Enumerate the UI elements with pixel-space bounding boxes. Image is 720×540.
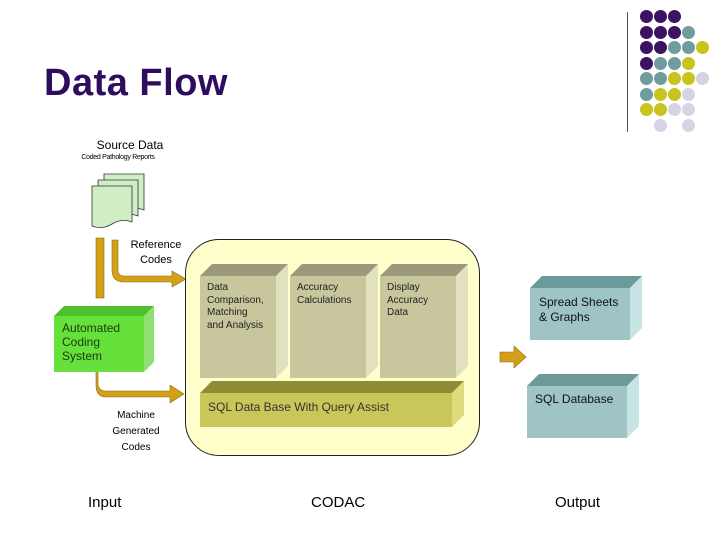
source-data-subtitle: Coded Pathology Reports <box>81 154 155 161</box>
machine-codes-line: Machine <box>117 410 155 421</box>
decorative-dot <box>696 72 709 85</box>
output-label-sql-database: SQL Database <box>535 392 614 406</box>
machine-codes-arrow <box>95 366 185 404</box>
decorative-dot <box>654 118 667 132</box>
decorative-dot <box>640 72 653 85</box>
output-label-spreadsheets: Spread Sheets & Graphs <box>539 295 618 325</box>
decorative-dot <box>668 56 681 70</box>
decorative-divider <box>627 12 628 132</box>
document-stack-icon <box>91 173 145 228</box>
output-box-sql-database <box>527 374 639 438</box>
module-label-data-comparison: Data Comparison, Matching and Analysis <box>207 282 264 332</box>
decorative-dot-grid <box>640 10 720 140</box>
module-label-display-accuracy: Display Accuracy Data <box>387 282 428 320</box>
module-line: and Analysis <box>207 319 264 331</box>
decorative-dot <box>640 10 653 23</box>
decorative-dot <box>654 56 667 70</box>
decorative-dot <box>654 10 667 23</box>
output-arrow <box>499 345 527 369</box>
decorative-dot <box>682 118 695 132</box>
module-line: Accuracy <box>297 282 339 293</box>
machine-codes-label: Machine Generated Codes <box>104 408 168 456</box>
decorative-dot <box>640 56 653 70</box>
machine-codes-line: Generated <box>112 426 160 437</box>
decorative-dot <box>654 25 667 39</box>
decorative-dot <box>682 87 695 101</box>
automated-coding-system-label: Automated Coding System <box>62 321 120 363</box>
module-line: Data <box>387 307 409 318</box>
reference-codes-label: Reference Codes <box>124 238 188 268</box>
decorative-dot <box>682 72 695 85</box>
decorative-dot <box>668 103 681 116</box>
decorative-dot <box>640 25 653 39</box>
module-line: Matching <box>207 307 248 318</box>
module-box <box>290 264 378 378</box>
sql-database-bar <box>200 381 464 427</box>
output-line: & Graphs <box>539 310 590 324</box>
codac-modules <box>200 264 468 378</box>
decorative-dot <box>682 103 695 116</box>
module-line: Comparison, <box>207 294 264 306</box>
decorative-dot <box>668 41 681 54</box>
acs-line: System <box>62 349 103 363</box>
section-label-codac: CODAC <box>311 494 366 511</box>
decorative-dot <box>640 41 653 54</box>
reference-codes-line: Codes <box>140 254 172 266</box>
module-line: Display <box>387 282 420 293</box>
source-data-title: Source Data <box>96 138 164 152</box>
module-label-accuracy-calculations: Accuracy Calculations <box>297 282 351 307</box>
module-line: Calculations <box>297 294 352 306</box>
reference-codes-line: Reference <box>130 239 182 251</box>
decorative-dot <box>682 56 695 70</box>
output-box-spreadsheets <box>530 276 642 340</box>
decorative-dot <box>682 25 695 39</box>
decorative-dot <box>668 87 681 101</box>
module-box <box>200 264 288 378</box>
module-box <box>380 264 468 378</box>
module-line: Data <box>207 282 229 293</box>
sql-database-bar-label: SQL Data Base With Query Assist <box>208 400 389 414</box>
pipe-to-acs <box>95 237 105 299</box>
decorative-dot <box>654 87 667 101</box>
decorative-dot <box>696 41 709 54</box>
output-line: Spread Sheets <box>539 295 619 309</box>
machine-codes-line: Codes <box>121 442 151 453</box>
acs-line: Automated <box>62 321 121 335</box>
decorative-dot <box>654 41 667 54</box>
automated-coding-system-box <box>54 306 154 372</box>
section-label-output: Output <box>555 494 601 511</box>
decorative-dot <box>640 87 653 101</box>
decorative-dot <box>640 103 653 116</box>
module-line: Accuracy <box>387 294 429 306</box>
acs-line: Coding <box>62 335 101 349</box>
decorative-dot <box>682 41 695 54</box>
decorative-dot <box>668 25 681 39</box>
reference-codes-arrow <box>111 239 187 288</box>
slide-title: Data Flow <box>44 62 228 104</box>
decorative-dot <box>668 72 681 85</box>
decorative-dot <box>654 72 667 85</box>
decorative-dot <box>668 10 681 23</box>
section-label-input: Input <box>88 494 122 511</box>
decorative-dot <box>654 103 667 116</box>
